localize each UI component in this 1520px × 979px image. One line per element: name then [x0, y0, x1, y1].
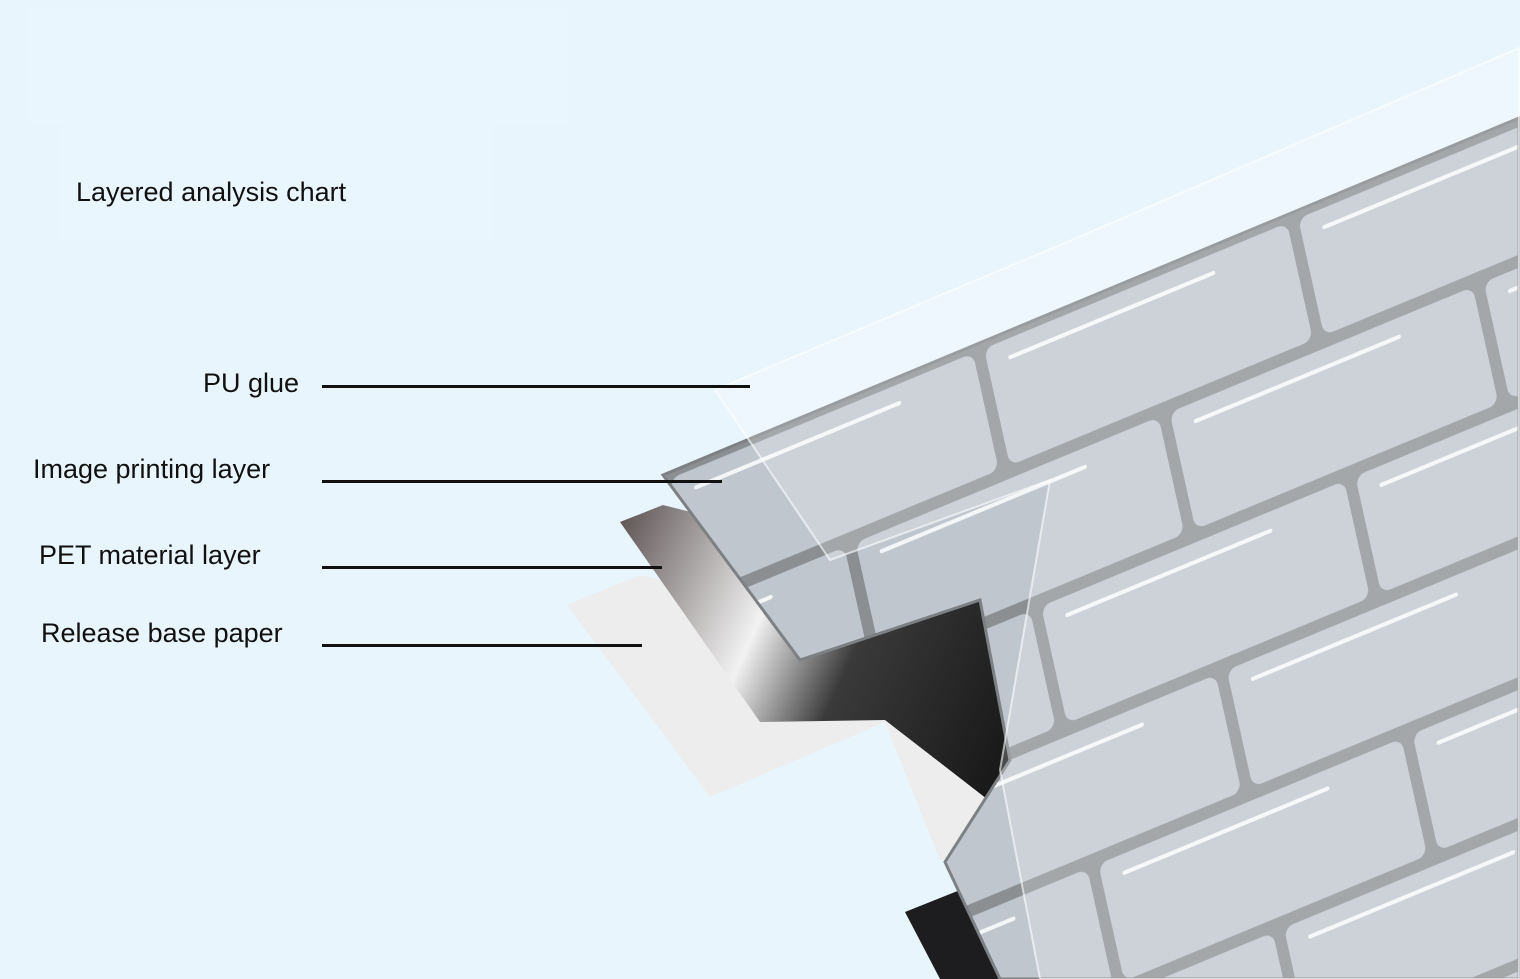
header-panel [28, 8, 568, 123]
label-image-printing-layer: Image printing layer [33, 454, 271, 484]
pet-material-layer-lower [905, 890, 1010, 979]
leader-line-pu-glue [322, 385, 750, 388]
label-pet-material-layer: PET material layer [39, 540, 261, 570]
label-pu-glue: PU glue [203, 368, 300, 398]
label-release-base-paper: Release base paper [41, 618, 283, 648]
leader-line-image-printing-layer [322, 480, 722, 483]
leader-line-release-base-paper [322, 644, 642, 647]
pu-glue-layer [713, 46, 1520, 979]
title-panel [62, 125, 494, 241]
diagram-title: Layered analysis chart [76, 177, 347, 207]
leader-line-pet-material-layer [322, 566, 662, 569]
